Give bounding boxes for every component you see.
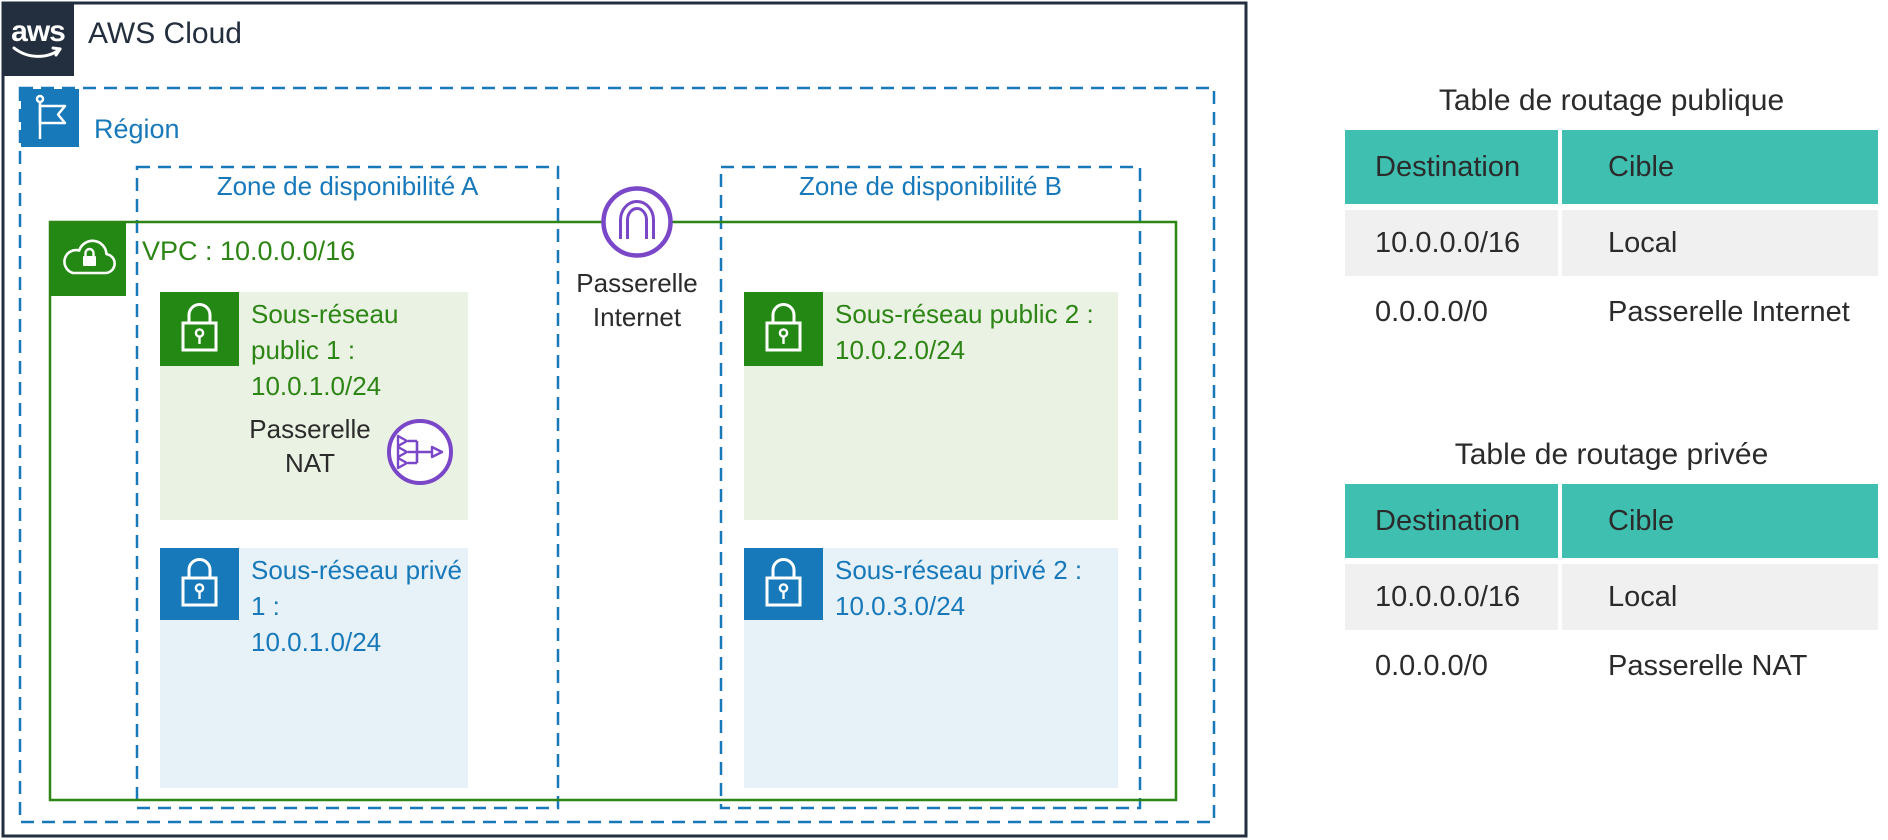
internet-gateway-label: Passerelle Internet	[576, 268, 698, 332]
subnet-cidr: 10.0.1.0/24	[251, 627, 382, 657]
vpc-icon	[51, 223, 126, 296]
table-cell: 0.0.0.0/0	[1345, 282, 1558, 342]
aws-logo-text: aws	[11, 15, 66, 48]
nat-gateway-icon	[386, 418, 454, 491]
subnet-public-1: Sous-réseau public 1 : 10.0.1.0/24 Passe…	[160, 292, 468, 520]
subnet-cidr: 10.0.3.0/24	[835, 591, 966, 621]
aws-cloud-title: AWS Cloud	[88, 17, 242, 50]
table-cell: Passerelle Internet	[1562, 282, 1878, 342]
column-header-destination: Destination	[1345, 130, 1558, 204]
subnet-title: Sous-réseau privé 1 :	[251, 555, 462, 621]
internet-gateway-icon	[600, 185, 674, 264]
column-header-cible: Cible	[1562, 130, 1878, 204]
region-flag-icon	[21, 89, 79, 147]
private-subnet-lock-icon	[160, 548, 239, 620]
region-border	[18, 86, 1216, 824]
table-cell: 10.0.0.0/16	[1345, 564, 1558, 630]
public-subnet-lock-icon	[744, 292, 823, 366]
zone-b-label: Zone de disponibilité B	[798, 171, 1063, 201]
zone-a-label: Zone de disponibilité A	[216, 171, 479, 201]
column-header-destination: Destination	[1345, 484, 1558, 558]
subnet-public-2-label: Sous-réseau public 2 : 10.0.2.0/24	[835, 296, 1094, 368]
table-cell: Local	[1562, 210, 1878, 276]
column-header-cible: Cible	[1562, 484, 1878, 558]
nat-gateway-label: Passerelle NAT	[249, 414, 371, 478]
zone-a-border	[135, 165, 560, 810]
subnet-private-1-label: Sous-réseau privé 1 : 10.0.1.0/24	[251, 552, 468, 660]
zone-b-border	[719, 165, 1142, 810]
subnet-cidr: 10.0.1.0/24	[251, 371, 382, 401]
subnet-title: Sous-réseau privé 2 :	[835, 555, 1083, 585]
subnet-title: Sous-réseau public 1 :	[251, 299, 399, 365]
table-cell: 10.0.0.0/16	[1345, 210, 1558, 276]
subnet-title: Sous-réseau public 2 :	[835, 299, 1094, 329]
route-table-public-grid: Destination Cible 10.0.0.0/16 Local 0.0.…	[1345, 130, 1878, 342]
table-cell: Local	[1562, 564, 1878, 630]
region-label: Région	[94, 114, 180, 144]
subnet-cidr: 10.0.2.0/24	[835, 335, 966, 365]
subnet-private-2-label: Sous-réseau privé 2 : 10.0.3.0/24	[835, 552, 1082, 624]
public-subnet-lock-icon	[160, 292, 239, 366]
aws-cloud-border	[1, 1, 1248, 838]
route-table-private-title: Table de routage privée	[1454, 438, 1769, 471]
route-table-private-grid: Destination Cible 10.0.0.0/16 Local 0.0.…	[1345, 484, 1878, 696]
route-table-private: Table de routage privée Destination Cibl…	[1345, 438, 1878, 696]
subnet-private-2: Sous-réseau privé 2 : 10.0.3.0/24	[744, 548, 1118, 788]
table-cell: 0.0.0.0/0	[1345, 636, 1558, 696]
route-table-public-title: Table de routage publique	[1438, 84, 1785, 117]
vpc-label: VPC : 10.0.0.0/16	[142, 236, 356, 266]
subnet-public-2: Sous-réseau public 2 : 10.0.2.0/24	[744, 292, 1118, 520]
aws-smile-icon	[12, 46, 62, 58]
subnet-public-1-label: Sous-réseau public 1 : 10.0.1.0/24	[251, 296, 468, 404]
route-table-public: Table de routage publique Destination Ci…	[1345, 84, 1878, 342]
private-subnet-lock-icon	[744, 548, 823, 620]
subnet-private-1: Sous-réseau privé 1 : 10.0.1.0/24	[160, 548, 468, 788]
aws-logo: aws	[2, 2, 74, 76]
table-cell: Passerelle NAT	[1562, 636, 1878, 696]
